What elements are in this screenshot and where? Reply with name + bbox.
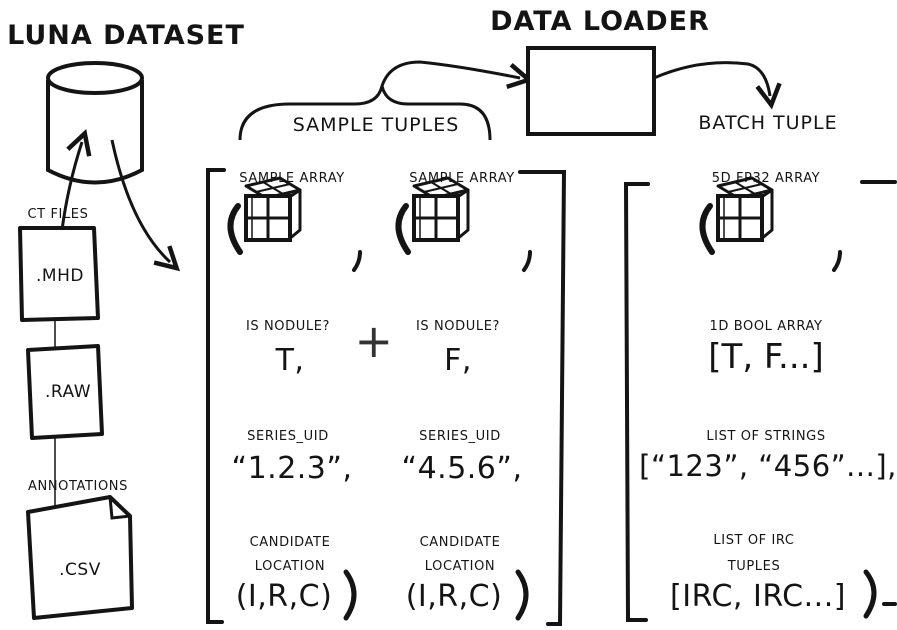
raw-file-icon	[26, 344, 104, 440]
database-icon	[46, 61, 144, 185]
location-label-2: LOCATION	[424, 559, 496, 574]
arrow-loader-to-batch	[653, 61, 770, 96]
sample-tuples-brace	[238, 85, 492, 141]
strings-value: [“123”, “456”...],	[639, 449, 897, 483]
sample-array-2-icon	[398, 178, 468, 252]
irc-label-line-1: LIST OF IRC	[713, 533, 795, 548]
luna-dataset-title: LUNA DATASET	[7, 20, 245, 51]
candidate-label-1: CANDIDATE	[249, 535, 331, 550]
annotations-label: ANNOTATIONS	[28, 479, 128, 494]
comma-3	[832, 250, 842, 272]
data-loader-box	[526, 46, 656, 136]
arrow-files-to-database	[60, 142, 82, 231]
ct-files-label: CT FILES	[27, 207, 89, 222]
bool-array-label: 1D BOOL ARRAY	[709, 319, 823, 334]
batch-array-icon	[702, 178, 772, 252]
irc-label-line-2: TUPLES	[727, 559, 781, 574]
bool-array-value: [T, F...]	[708, 337, 824, 377]
plus-sign: +	[354, 314, 394, 368]
batch-array-label: 5D FP32 ARRAY	[711, 171, 821, 186]
location-value-2: (I,R,C)	[405, 579, 503, 614]
series-uid-value-1: “1.2.3”,	[231, 451, 353, 486]
location-value-1: (I,R,C)	[235, 579, 333, 614]
comma-2	[522, 250, 532, 272]
csv-file-label: .CSV	[59, 560, 101, 580]
series-uid-label-2: SERIES_UID	[419, 429, 501, 444]
arrow-database-to-samples	[110, 139, 170, 262]
location-label-1: LOCATION	[254, 559, 326, 574]
is-nodule-label-1: IS NODULE?	[245, 319, 331, 334]
batch-tuple-bracket	[623, 180, 897, 622]
raw-file-label: .RAW	[44, 382, 92, 402]
candidate-label-2: CANDIDATE	[419, 535, 501, 550]
data-loader-title: DATA LOADER	[490, 6, 710, 37]
arrow-samples-to-loader	[380, 60, 520, 86]
irc-list-value: [IRC, IRC...]	[670, 579, 846, 614]
location-2-close-paren	[515, 569, 529, 621]
sample-tuples-bracket	[206, 168, 567, 626]
batch-tuple-title: BATCH TUPLE	[698, 112, 838, 134]
mhd-file-icon	[18, 226, 100, 322]
strings-label: LIST OF STRINGS	[706, 429, 826, 444]
series-uid-value-2: “4.5.6”,	[401, 451, 523, 486]
mhd-file-label: .MHD	[36, 266, 84, 286]
is-nodule-value-1: T,	[275, 343, 305, 378]
is-nodule-label-2: IS NODULE?	[415, 319, 501, 334]
sample-array-1-icon	[230, 178, 300, 252]
sample-array-label-1: SAMPLE ARRAY	[239, 171, 345, 186]
location-1-close-paren	[343, 569, 357, 621]
sample-tuples-title: SAMPLE TUPLES	[292, 114, 460, 136]
comma-1	[352, 250, 362, 272]
csv-file-icon	[26, 495, 134, 620]
is-nodule-value-2: F,	[444, 343, 472, 378]
sample-array-label-2: SAMPLE ARRAY	[409, 171, 515, 186]
irc-close-paren	[863, 569, 877, 619]
series-uid-label-1: SERIES_UID	[247, 429, 329, 444]
